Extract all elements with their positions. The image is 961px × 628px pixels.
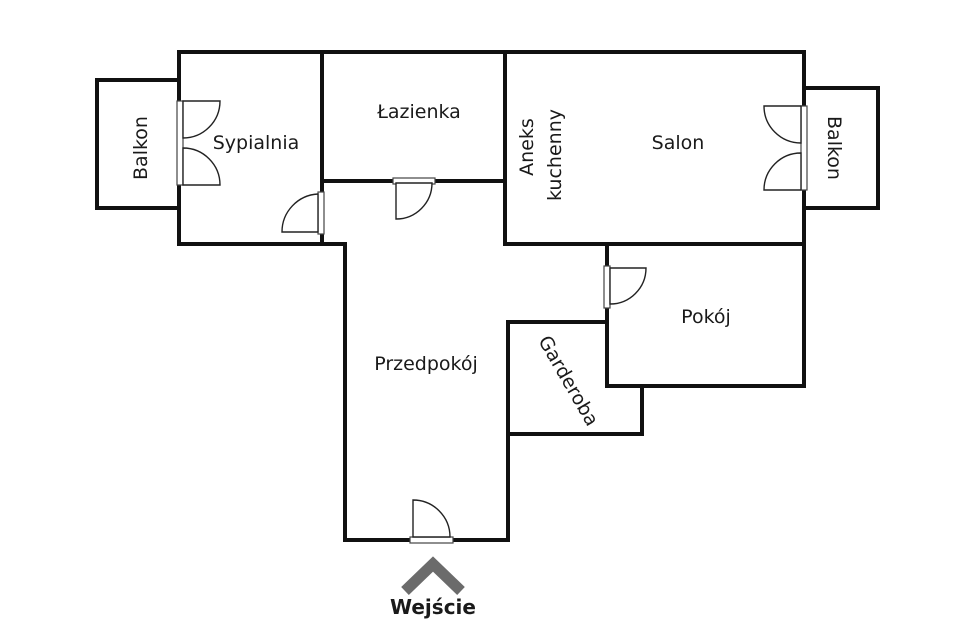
walls (95, 50, 880, 542)
doors (176, 100, 808, 544)
room-walls (605, 242, 806, 388)
door-balcony-left[interactable] (176, 100, 221, 186)
label-przedpokoj: Przedpokój (374, 353, 478, 375)
label-aneks-line2: kuchenny (544, 109, 566, 201)
label-salon: Salon (652, 132, 705, 154)
label-balkon-right: Balkon (823, 116, 845, 180)
label-balkon-left: Balkon (130, 116, 152, 180)
door-entrance[interactable] (409, 499, 454, 544)
label-sypialnia: Sypialnia (213, 132, 300, 154)
door-room[interactable] (603, 265, 647, 309)
hallway-walls (320, 181, 607, 542)
label-pokoj: Pokój (681, 306, 731, 328)
entry-label: Wejście (390, 595, 476, 619)
label-aneks-line1: Aneks (516, 118, 538, 176)
wardrobe-walls (508, 386, 644, 436)
door-balcony-right[interactable] (763, 105, 808, 191)
entry-arrow-icon (401, 556, 465, 595)
entry-marker: Wejście (390, 556, 476, 619)
door-bathroom[interactable] (392, 177, 436, 220)
room-labels: Sypialnia Balkon Łazienka Aneks kuchenny… (130, 101, 845, 430)
label-garderoba: Garderoba (534, 332, 603, 430)
door-bedroom[interactable] (281, 191, 325, 235)
label-lazienka: Łazienka (376, 101, 461, 123)
